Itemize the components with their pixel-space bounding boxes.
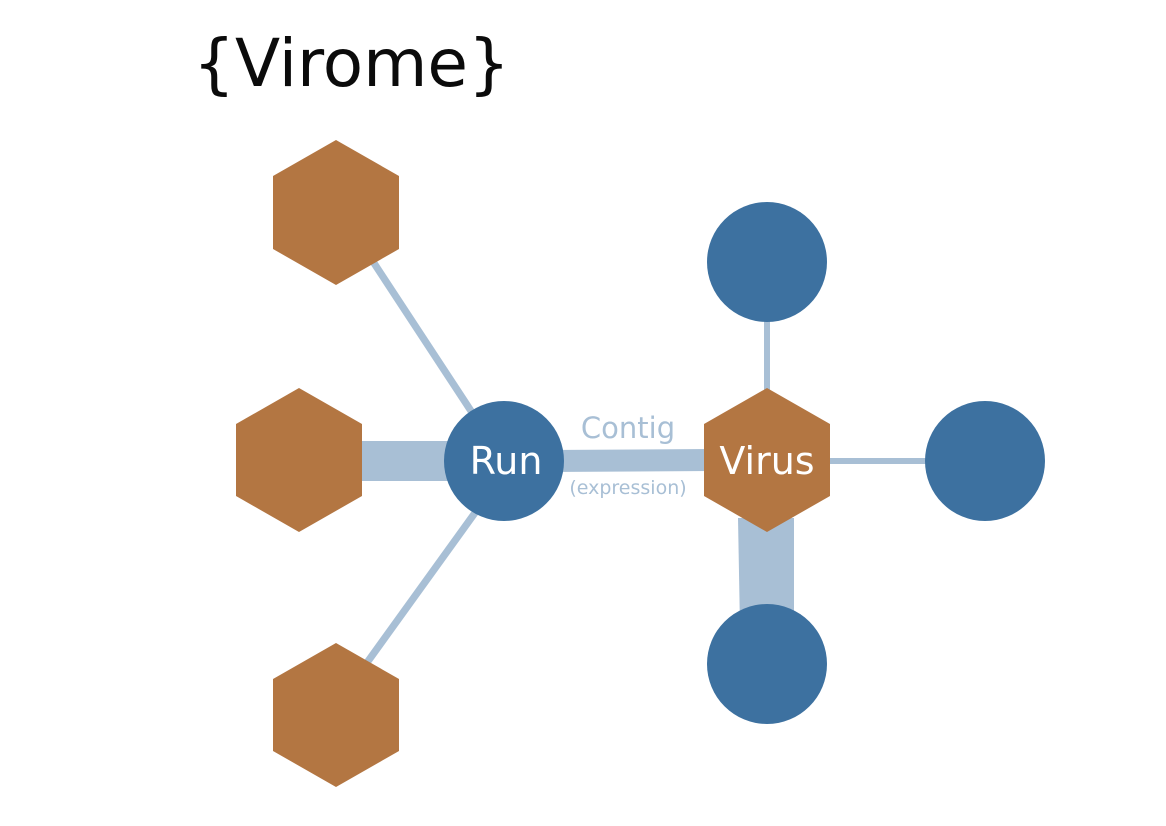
edge-run-hex-top-left	[367, 255, 476, 416]
virus-node	[704, 388, 830, 532]
edge-virus-circle-bottom-right	[738, 518, 794, 628]
hexagon-node-top-left	[273, 140, 399, 285]
edge-run-virus	[548, 449, 712, 472]
circle-node-top-right	[707, 202, 827, 322]
edge-sublabel-expression: (expression)	[569, 477, 686, 499]
hexagon-node-bottom-left	[273, 643, 399, 787]
edge-label-contig: Contig	[581, 411, 675, 445]
run-node	[444, 401, 564, 521]
edge-run-hex-bottom-left	[363, 508, 480, 666]
edges-layer	[355, 255, 930, 666]
edge-virus-circle-mid-right	[820, 458, 930, 464]
nodes-layer	[236, 140, 1045, 787]
virus-node-label: Virus	[719, 439, 814, 483]
labels-layer: Run Virus Contig (expression)	[470, 411, 815, 499]
edge-run-hex-mid-left	[355, 441, 460, 481]
hexagon-node-mid-left	[236, 388, 362, 532]
edge-virus-circle-top-right	[764, 318, 770, 396]
run-node-label: Run	[470, 439, 543, 483]
circle-node-mid-right	[925, 401, 1045, 521]
circle-node-bottom-right	[707, 604, 827, 724]
diagram-title: {Virome}	[193, 25, 510, 102]
